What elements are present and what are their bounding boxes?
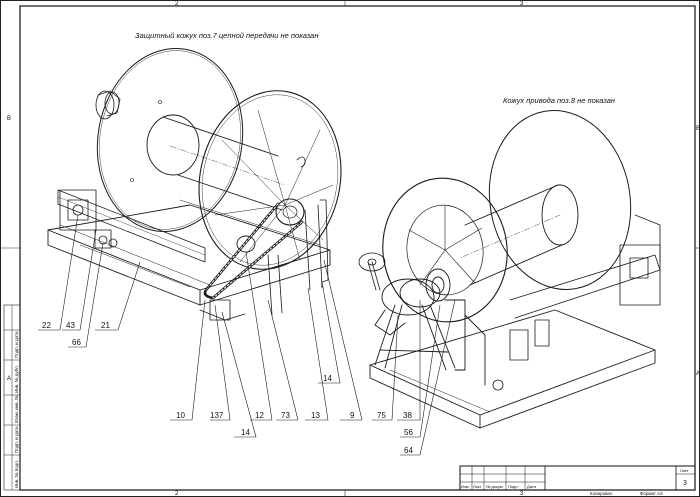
side-strip-inv-podl: Инв. № подл. [14,460,19,488]
title-block [459,465,696,491]
callout-73: 73 [281,411,290,420]
callout-64: 64 [404,446,413,455]
title-header-list: Лист [473,484,482,489]
zone-left-b: B [7,116,11,122]
zone-right-a: A [696,371,700,377]
callout-14-upper: 14 [323,374,332,383]
rear-flange-right [488,110,632,290]
zone-left-a: A [7,376,11,382]
callout-12: 12 [255,411,264,420]
leader-lines [38,214,456,456]
base-frame-right [369,309,656,429]
title-sheet-number: 3 [683,480,687,487]
front-flange [198,90,342,270]
title-sheet-label: Лист [680,468,689,473]
callout-43: 43 [66,321,75,330]
hand-wheel [358,252,386,291]
zone-top-2: 2 [175,1,179,7]
title-header-izm: Изм. [461,484,470,489]
side-beam [57,189,206,263]
front-flange-spokes [214,109,334,263]
callout-14-lower: 14 [241,428,250,437]
callout-56: 56 [404,428,413,437]
side-strip-vzam-inv: Взам. инв. № [14,395,19,423]
callout-66: 66 [72,338,81,347]
title-header-podp: Подп. [508,484,519,489]
callout-75: 75 [377,411,386,420]
callout-10: 10 [176,411,185,420]
side-strip-podp-data-2: Подп. и дата [14,331,19,358]
left-winch-view [47,48,342,321]
side-strip-inv-dubl: Инв. № дубл. [14,365,19,393]
title-copied: Копировал [590,491,613,496]
title-header-data: Дата [527,484,537,489]
drum-barrel [146,114,286,211]
drive-sprocket [275,198,305,226]
callout-38: 38 [403,411,412,420]
title-format: Формат A2 [640,491,663,496]
support-legs [199,199,329,321]
zone-top-3: 3 [520,1,524,7]
rear-motor [95,90,121,120]
title-header-dokum: № докум. [486,484,504,489]
zone-bottom-2: 2 [175,491,179,497]
drum-barrel-right [459,184,579,286]
callout-21: 21 [101,321,110,330]
side-frame-right [492,214,661,391]
note-left: Защитный кожух поз.7 цепной передачи не … [135,31,318,40]
side-strip: Инв. № подл. Подп. и дата Взам. инв. № И… [3,304,21,491]
note-right: Кожух привода поз.8 не показан [503,96,615,105]
callout-9: 9 [350,411,355,420]
zone-bottom-3: 3 [520,491,524,497]
right-winch-view [358,110,661,429]
base-frame [47,199,331,306]
zone-right-b: B [696,126,700,132]
front-flange-right [382,177,508,323]
callout-22: 22 [42,321,51,330]
callout-137: 137 [210,411,224,420]
callout-13: 13 [311,411,320,420]
rear-flange [96,48,244,232]
side-strip-podp-data-1: Подп. и дата [14,426,19,453]
motor-stand [374,299,486,386]
